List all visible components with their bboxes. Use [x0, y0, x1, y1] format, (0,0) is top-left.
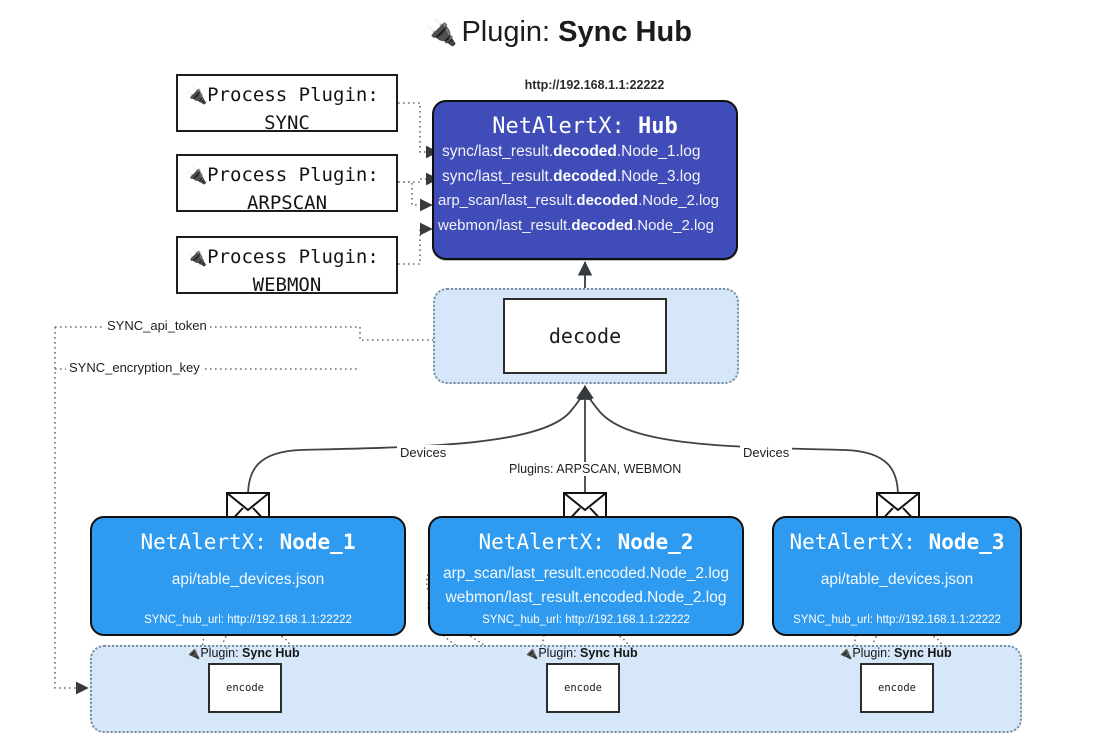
encode-box-1[interactable]: encode [208, 663, 282, 713]
node-footer: SYNC_hub_url: http://192.168.1.1:22222 [793, 614, 1001, 626]
decode-box[interactable]: decode [503, 298, 667, 374]
edge-label-sync-api-token: SYNC_api_token [104, 318, 210, 333]
process-plugin-line1: 🔌Process Plugin: [186, 246, 379, 268]
edge-label-devices-left: Devices [397, 445, 450, 460]
netalertx-node-2[interactable]: NetAlertX: Node_2 arp_scan/last_result.e… [428, 516, 744, 636]
encode-label: encode [878, 682, 916, 694]
process-plugin-line2: WEBMON [252, 273, 322, 296]
process-plugin-box-webmon[interactable]: 🔌Process Plugin: WEBMON [176, 236, 398, 296]
encode-box-2[interactable]: encode [546, 663, 620, 713]
process-plugin-line1: 🔌Process Plugin: [186, 164, 379, 186]
netalertx-node-1[interactable]: NetAlertX: Node_1 api/table_devices.json… [90, 516, 406, 636]
edge-label-plugins-center: Plugins: ARPSCAN, WEBMON [506, 462, 685, 476]
hub-title: NetAlertX: Hub [492, 114, 678, 139]
edge-label-sync-encryption-key: SYNC_encryption_key [66, 360, 203, 375]
plug-icon: 🔌 [186, 166, 208, 186]
page-title: 🔌Plugin: Sync Hub [0, 16, 1117, 49]
decode-label: decode [548, 324, 622, 348]
process-plugin-box-sync[interactable]: 🔌Process Plugin: SYNC [176, 74, 398, 134]
process-plugin-line2: SYNC [264, 111, 310, 134]
process-plugin-box-arpscan[interactable]: 🔌Process Plugin: ARPSCAN [176, 154, 398, 214]
hub-url-label: http://192.168.1.1:22222 [524, 78, 665, 92]
node-line: arp_scan/last_result.encoded.Node_2.log [442, 565, 730, 582]
encoder-caption-2: 🔌Plugin: Sync Hub [524, 646, 638, 660]
hub-row-0: sync/last_result.decoded.Node_1.log [442, 143, 701, 160]
encode-label: encode [564, 682, 602, 694]
process-plugin-line1: 🔌Process Plugin: [186, 84, 379, 106]
encoder-caption-1: 🔌Plugin: Sync Hub [186, 646, 300, 660]
netalertx-node-3[interactable]: NetAlertX: Node_3 api/table_devices.json… [772, 516, 1022, 636]
page-title-name: Sync Hub [558, 16, 692, 48]
hub-row-1: sync/last_result.decoded.Node_3.log [442, 168, 701, 186]
node-line: api/table_devices.json [820, 571, 974, 588]
plug-icon: 🔌 [425, 17, 458, 47]
node-footer: SYNC_hub_url: http://192.168.1.1:22222 [482, 614, 690, 626]
edge-label-devices-right: Devices [740, 445, 793, 460]
node-title: NetAlertX: Node_1 [140, 530, 356, 554]
plug-icon: 🔌 [186, 86, 208, 106]
encoder-caption-3: 🔌Plugin: Sync Hub [838, 646, 952, 660]
node-line: api/table_devices.json [171, 571, 325, 588]
hub-box[interactable]: NetAlertX: Hub sync/last_result.decoded.… [432, 100, 738, 260]
encode-box-3[interactable]: encode [860, 663, 934, 713]
hub-row-3: webmon/last_result.decoded.Node_2.log [438, 216, 714, 234]
encode-label: encode [226, 682, 264, 694]
plug-icon: 🔌 [186, 648, 201, 660]
plug-icon: 🔌 [838, 648, 853, 660]
hub-row-2: arp_scan/last_result.decoded.Node_2.log [438, 192, 719, 210]
process-plugin-line2: ARPSCAN [246, 191, 328, 214]
node-title: NetAlertX: Node_3 [789, 530, 1005, 554]
node-title: NetAlertX: Node_2 [478, 530, 694, 554]
node-footer: SYNC_hub_url: http://192.168.1.1:22222 [144, 614, 352, 626]
plug-icon: 🔌 [524, 648, 539, 660]
plug-icon: 🔌 [186, 248, 208, 268]
page-title-prefix: Plugin: [461, 16, 551, 48]
node-line: webmon/last_result.encoded.Node_2.log [445, 589, 727, 607]
